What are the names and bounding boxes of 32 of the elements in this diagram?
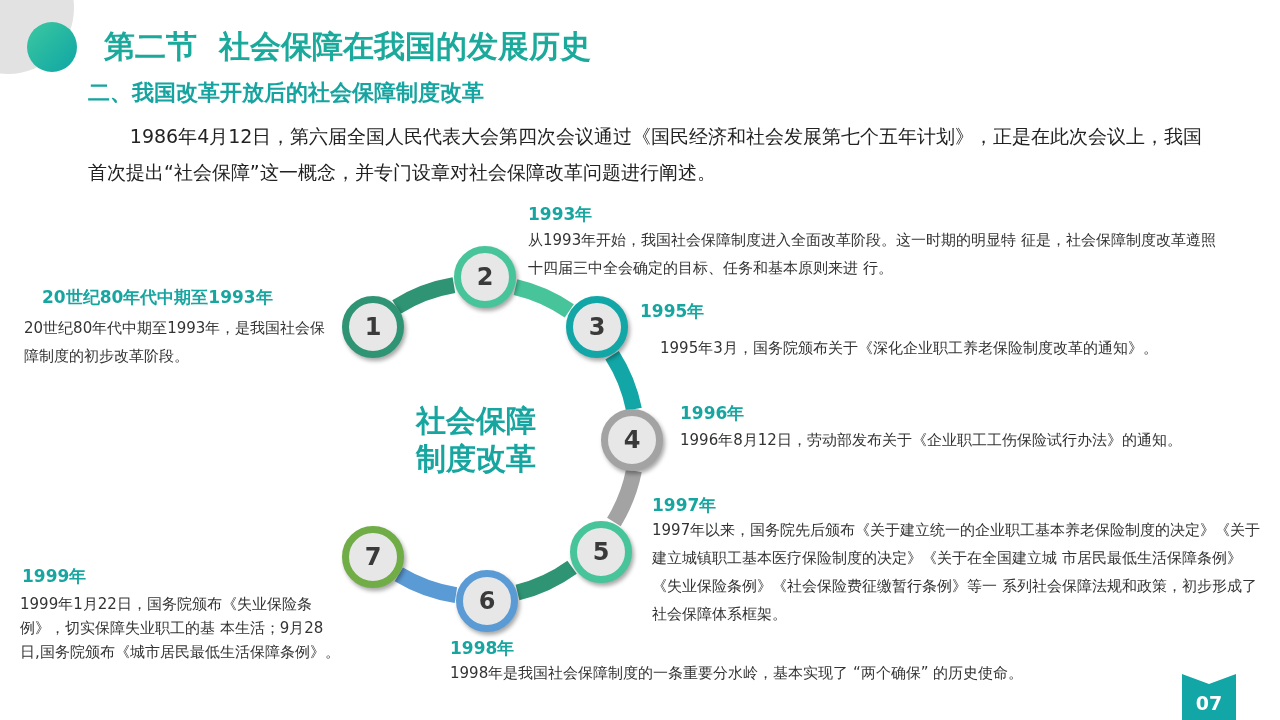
year-heading: 1997年 [652, 494, 717, 516]
event-description: 20世纪80年代中期至1993年，是我国社会保障制度的初步改革阶段。 [24, 318, 327, 367]
event-description: 1999年1月22日，国务院颁布《失业保险条例》，切实保障失业职工的基 本生活；9月28日,国务院颁布《城市居民最低生活保障条例》。 [20, 594, 341, 663]
step-circle: 5 [570, 521, 632, 583]
step-circle: 1 [342, 296, 404, 358]
step-circle: 3 [566, 296, 628, 358]
year-heading: 1999年 [22, 565, 87, 587]
event-description: 1996年8月12日，劳动部发布关于《企业职工工伤保险试行办法》的通知。 [680, 430, 1183, 451]
year-heading: 1995年 [640, 300, 705, 322]
intro-paragraph: 1986年4月12日，第六届全国人民代表大会第四次会议通过《国民经济和社会发展第七个五年计划》，正是在此次会议上，我国首次提出“社会保障”这一概念，并专门设章对社会保障改革问题进行阐述。 [88, 124, 1204, 185]
event-description: 1997年以来，国务院先后颁布《关于建立统一的企业职工基本养老保险制度的决定》《关于建立城镇职工基本医疗保险制度的决定》《关于在全国建立城 市居民最低生活保障条例》《失业保险条例》《社会保险费征缴暂行条例》等一 系列社会保障法规和政策，初步形成了社会保障体系框架。 [652, 520, 1262, 625]
title: 第二节 社会保障在我国的发展历史 [104, 27, 591, 66]
year-heading: 1998年 [450, 637, 515, 659]
step-circle: 4 [601, 409, 663, 471]
year-heading: 20世纪80年代中期至1993年 [42, 286, 273, 308]
year-heading: 1993年 [528, 203, 593, 225]
arc-connector [605, 351, 642, 412]
arc-connector [515, 560, 577, 601]
event-description: 1998年是我国社会保障制度的一条重要分水岭，基本实现了 “两个确保” 的历史使命。 [450, 663, 1025, 684]
page-number-tab: 07 [1182, 674, 1236, 720]
step-circle: 7 [342, 526, 404, 588]
event-description: 1995年3月，国务院颁布关于《深化企业职工养老保险制度改革的通知》。 [660, 338, 1159, 359]
subtitle: 二、我国改革开放后的社会保障制度改革 [88, 79, 484, 107]
arc-connector [392, 277, 456, 314]
step-circle: 6 [456, 570, 518, 632]
event-description: 从1993年开始，我国社会保障制度进入全面改革阶段。这一时期的明显特 征是，社会保障制度改革遵照十四届三中全会确定的目标、任务和基本原则来进 行。 [528, 230, 1217, 279]
arc-connector [513, 279, 574, 318]
arc-connector [606, 468, 642, 526]
center-heading: 社会保障制度改革 [416, 402, 537, 478]
step-circle: 2 [454, 246, 516, 308]
arc-connector [395, 567, 458, 603]
year-heading: 1996年 [680, 402, 745, 424]
